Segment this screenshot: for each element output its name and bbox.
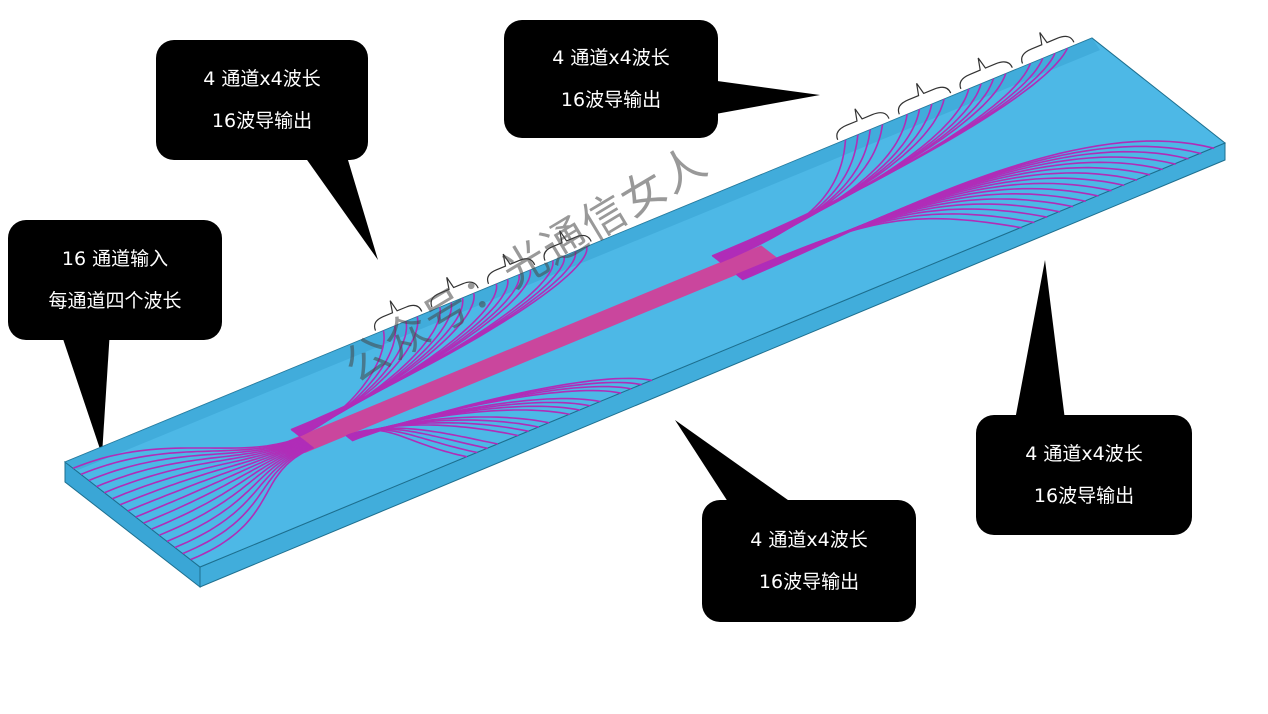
callout-line1: 4 通道x4波长 bbox=[1025, 443, 1143, 465]
output-waveguide bbox=[741, 140, 1215, 281]
input-waveguide bbox=[72, 436, 301, 470]
callout-tail-2 bbox=[300, 150, 378, 260]
output-group-braces bbox=[373, 32, 1075, 331]
input-waveguide bbox=[143, 442, 309, 524]
callout-line2: 16波导输出 bbox=[211, 110, 313, 132]
substrate-back-rim bbox=[65, 38, 1100, 470]
input-waveguide bbox=[127, 441, 307, 512]
input-waveguide bbox=[151, 443, 310, 530]
input-waveguide bbox=[80, 437, 302, 476]
callout-input: 16 通道输入 每通道四个波长 bbox=[8, 220, 222, 340]
callout-output-2: 4 通道x4波长 16波导输出 bbox=[504, 20, 718, 138]
input-waveguide bbox=[158, 444, 311, 537]
callout-line2: 16波导输出 bbox=[560, 89, 662, 111]
input-waveguide bbox=[166, 444, 312, 543]
input-waveguide bbox=[119, 440, 307, 506]
waveguide-bus bbox=[288, 245, 778, 453]
callout-line2: 每通道四个波长 bbox=[48, 290, 182, 312]
input-waveguide bbox=[182, 446, 314, 555]
callout-output-4: 4 通道x4波长 16波导输出 bbox=[702, 500, 916, 622]
brace-icon bbox=[897, 83, 952, 115]
input-waveguide bbox=[104, 439, 305, 494]
callout-line1: 4 通道x4波长 bbox=[750, 529, 868, 551]
output-waveguide bbox=[290, 246, 588, 431]
callout-line1: 16 通道输入 bbox=[61, 248, 169, 270]
brace-icon bbox=[373, 300, 423, 331]
waveguide-lines bbox=[72, 47, 1215, 561]
callout-line2: 16波导输出 bbox=[1033, 485, 1135, 507]
input-waveguide bbox=[96, 438, 304, 488]
callout-output-3: 4 通道x4波长 16波导输出 bbox=[976, 415, 1192, 535]
callout-tail-input bbox=[60, 330, 110, 455]
callout-tail-5 bbox=[675, 420, 795, 505]
output-waveguide bbox=[351, 377, 653, 442]
input-waveguide bbox=[135, 441, 308, 518]
input-waveguide bbox=[88, 437, 303, 482]
callout-tail-4 bbox=[1015, 260, 1065, 420]
callout-output-1: 4 通道x4波长 16波导输出 bbox=[156, 40, 368, 160]
brace-icon bbox=[430, 277, 479, 308]
callout-tail-3 bbox=[710, 80, 820, 115]
brace-icon bbox=[543, 230, 592, 261]
brace-icon bbox=[836, 108, 890, 141]
callout-line2: 16波导输出 bbox=[758, 571, 860, 593]
brace-icon bbox=[1021, 32, 1075, 64]
callout-line1: 4 通道x4波长 bbox=[203, 68, 321, 90]
input-waveguide bbox=[174, 445, 313, 549]
brace-icon bbox=[486, 253, 536, 285]
input-waveguide bbox=[190, 446, 315, 561]
brace-icon bbox=[959, 57, 1013, 90]
callout-line1: 4 通道x4波长 bbox=[552, 47, 670, 69]
input-waveguide bbox=[111, 439, 306, 500]
output-waveguide bbox=[711, 47, 1069, 257]
